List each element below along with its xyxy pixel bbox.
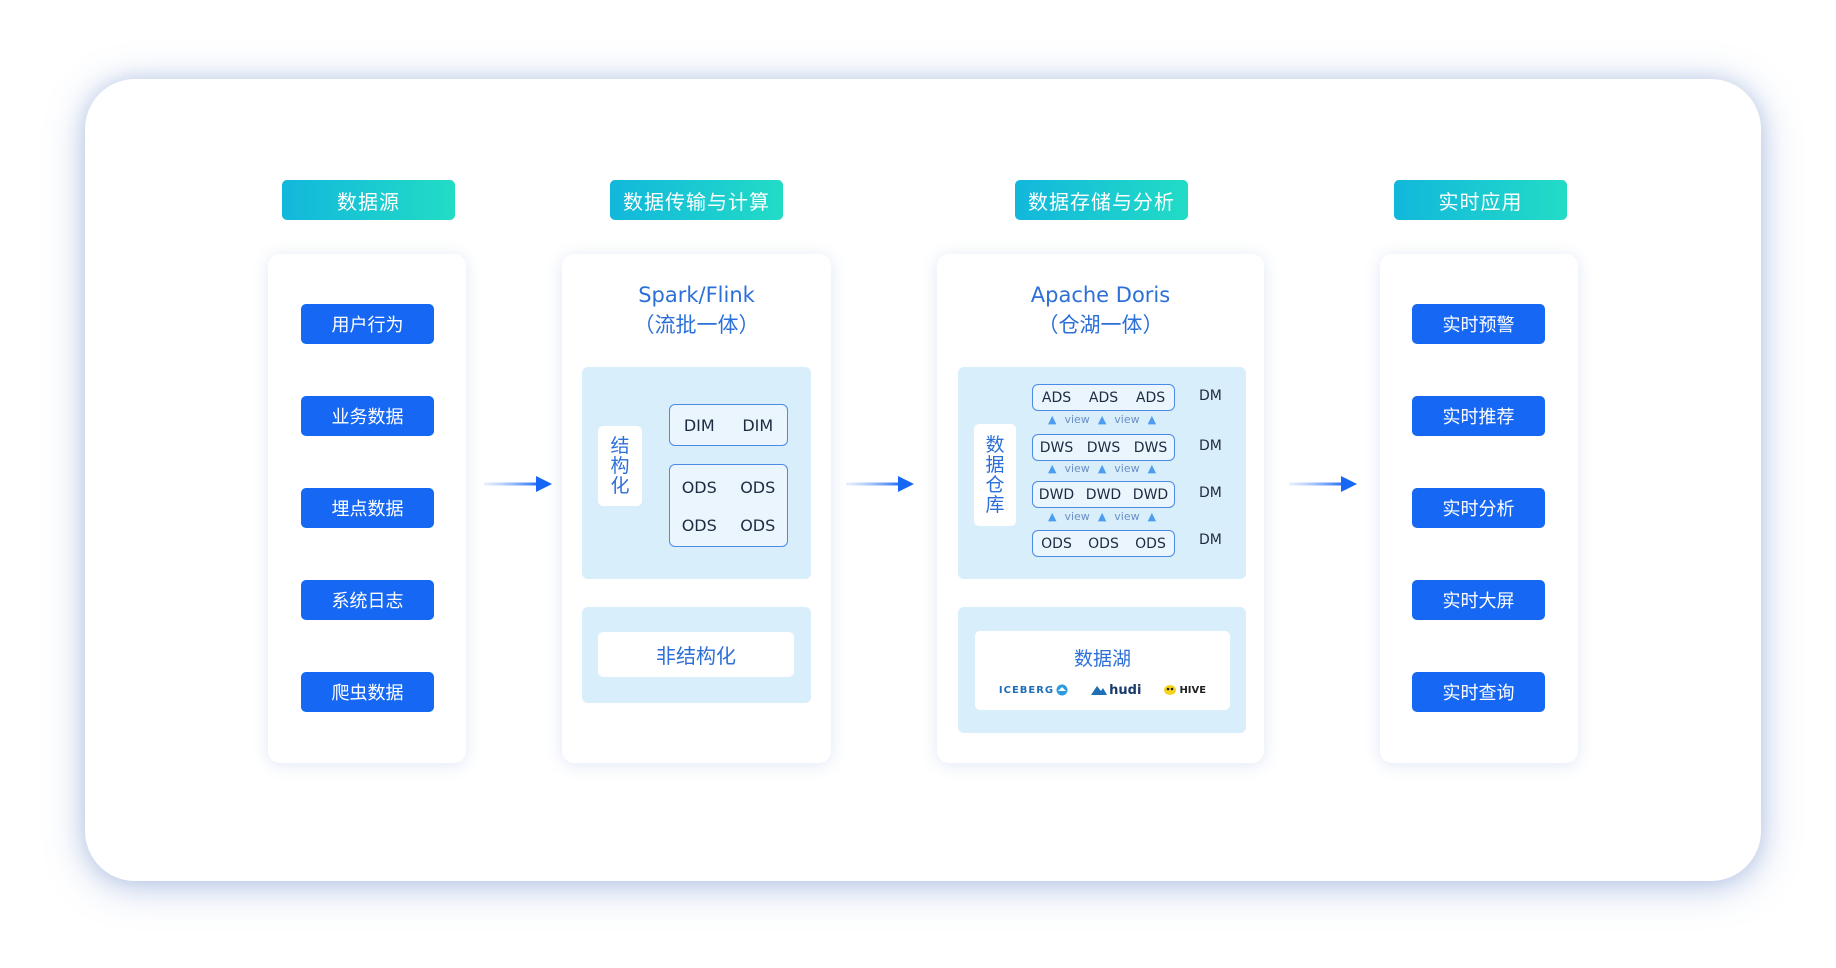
hudi-icon xyxy=(1091,686,1108,695)
up-arrow-icon: ▲ xyxy=(1097,413,1107,426)
up-arrow-icon: ▲ xyxy=(1147,462,1157,475)
hive-icon xyxy=(1164,685,1177,695)
app-realtime-recommend[interactable]: 实时推荐 xyxy=(1412,396,1545,436)
unstructured-label: 非结构化 xyxy=(598,632,794,677)
compute-engine-subtitle: （流批一体） xyxy=(633,313,760,337)
ods-cell: ODS xyxy=(681,515,717,535)
iceberg-logo: ICEBERG xyxy=(999,684,1068,696)
up-arrow-icon: ▲ xyxy=(1048,510,1057,523)
ods-cell: ODS xyxy=(740,477,776,497)
stage-title-source: 数据源 xyxy=(282,180,455,220)
flow-arrow-icon xyxy=(484,476,552,492)
up-arrow-icon: ▲ xyxy=(1097,462,1107,475)
up-arrow-icon: ▲ xyxy=(1048,462,1057,475)
layer-ads: ADS ADS ADS xyxy=(1032,384,1175,411)
dim-box: DIM DIM xyxy=(669,404,788,446)
up-arrow-icon: ▲ xyxy=(1097,510,1107,523)
stage-title-storage: 数据存储与分析 xyxy=(1015,180,1188,220)
structured-label: 结 构 化 xyxy=(598,426,642,506)
flow-arrow-icon xyxy=(846,476,914,492)
storage-engine-subtitle: （仓湖一体） xyxy=(1037,313,1164,337)
view-connector: ▲ view ▲ view ▲ xyxy=(1048,462,1157,475)
up-arrow-icon: ▲ xyxy=(1147,510,1157,523)
dm-label: DM xyxy=(1199,438,1222,454)
up-arrow-icon: ▲ xyxy=(1147,413,1157,426)
dm-label: DM xyxy=(1199,388,1222,404)
stage-title-compute: 数据传输与计算 xyxy=(610,180,783,220)
up-arrow-icon: ▲ xyxy=(1048,413,1057,426)
dm-label: DM xyxy=(1199,485,1222,501)
layer-dws: DWS DWS DWS xyxy=(1032,434,1175,461)
lake-title: 数据湖 xyxy=(1073,647,1131,670)
ods-cell: ODS xyxy=(740,515,776,535)
app-realtime-analysis[interactable]: 实时分析 xyxy=(1412,488,1545,528)
hudi-logo: hudi xyxy=(1090,683,1141,698)
hive-logo: HIVE xyxy=(1163,684,1206,696)
compute-engine-title: Spark/Flink xyxy=(638,283,755,307)
app-realtime-query[interactable]: 实时查询 xyxy=(1412,672,1545,712)
dm-label: DM xyxy=(1199,532,1222,548)
layer-dwd: DWD DWD DWD xyxy=(1032,481,1175,508)
source-crawler-data[interactable]: 爬虫数据 xyxy=(301,672,434,712)
source-user-behavior[interactable]: 用户行为 xyxy=(301,304,434,344)
app-realtime-alert[interactable]: 实时预警 xyxy=(1412,304,1545,344)
iceberg-icon xyxy=(1056,684,1068,696)
ods-cell: ODS xyxy=(681,477,717,497)
source-tracking-data[interactable]: 埋点数据 xyxy=(301,488,434,528)
layer-ods: ODS ODS ODS xyxy=(1032,530,1175,557)
lake-box: 数据湖 ICEBERG hudi HIVE xyxy=(975,631,1230,710)
warehouse-label: 数 据 仓 库 xyxy=(974,424,1016,526)
source-system-logs[interactable]: 系统日志 xyxy=(301,580,434,620)
storage-engine-title: Apache Doris xyxy=(1030,283,1171,307)
source-business-data[interactable]: 业务数据 xyxy=(301,396,434,436)
dim-cell: DIM xyxy=(683,415,715,435)
ods-box: ODS ODS ODS ODS xyxy=(669,464,788,547)
app-realtime-dashboard[interactable]: 实时大屏 xyxy=(1412,580,1545,620)
dim-cell: DIM xyxy=(742,415,774,435)
stage-title-apps: 实时应用 xyxy=(1394,180,1567,220)
flow-arrow-icon xyxy=(1289,476,1357,492)
view-connector: ▲ view ▲ view ▲ xyxy=(1048,510,1157,523)
view-connector: ▲ view ▲ view ▲ xyxy=(1048,413,1157,426)
